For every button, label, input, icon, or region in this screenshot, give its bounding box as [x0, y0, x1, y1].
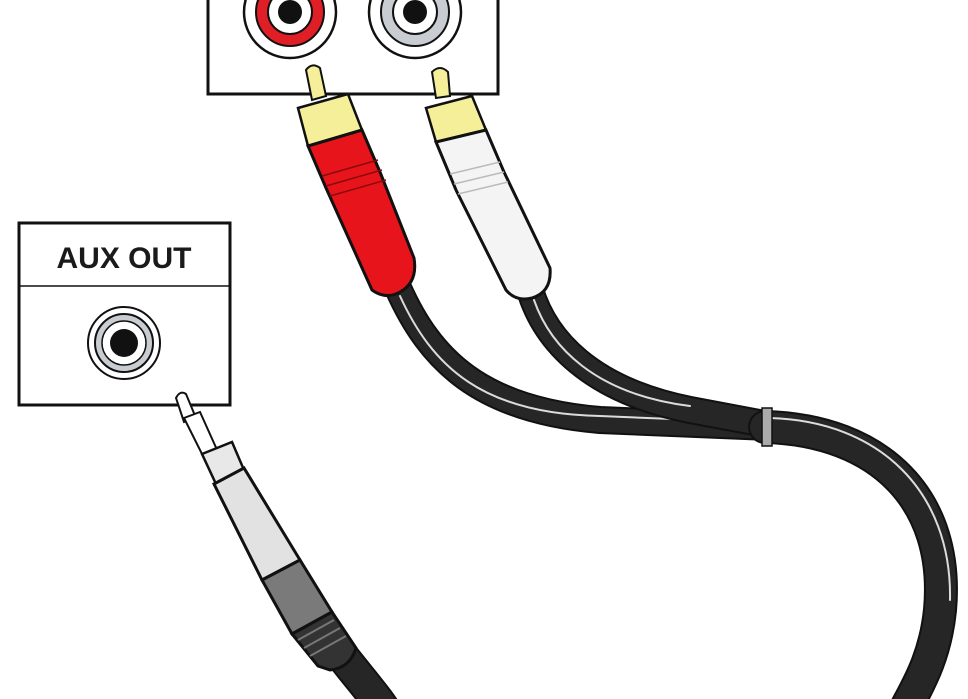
cable	[313, 274, 958, 699]
aux-out-label: AUX OUT	[57, 242, 192, 275]
aux-35mm-plug-icon	[174, 391, 358, 672]
rca-input-panel	[206, 0, 500, 96]
red-rca-jack-icon	[242, 0, 338, 60]
aux-out-panel: AUX OUT	[17, 221, 232, 407]
red-rca-plug-icon	[296, 64, 417, 297]
aux-35mm-jack-icon	[87, 306, 161, 380]
white-rca-plug-icon	[424, 67, 552, 301]
white-rca-jack-icon	[367, 0, 463, 60]
